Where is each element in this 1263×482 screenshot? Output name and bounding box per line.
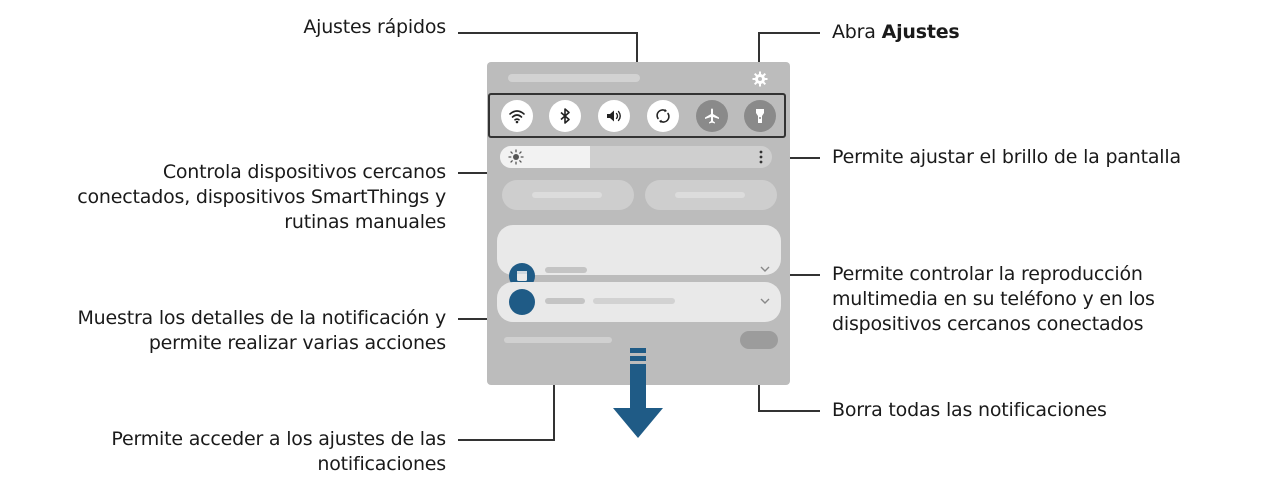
brightness-slider-fill [500,146,590,168]
notification-card-meeting[interactable] [497,225,781,275]
brightness-sun-icon [508,149,524,165]
callout-media-line1: Permite controlar la reproducción [832,263,1143,285]
quick-settings-highlight [488,93,786,138]
quick-setting-bluetooth[interactable] [549,100,581,132]
wifi-icon [509,110,525,124]
charging-icon [509,289,535,315]
callout-devices-line1: Controla dispositivos cercanos [162,161,446,183]
auto-rotate-icon [656,109,670,123]
callout-media-line3: dispositivos cercanos conectados [832,313,1144,335]
clear-all-button[interactable] [740,331,778,349]
chevron-down-icon[interactable] [760,265,770,273]
callout-notif-settings-line1: Permite acceder a los ajustes de las [111,428,446,450]
sound-icon [607,110,621,122]
callout-clear-all: Borra todas las notificaciones [832,399,1107,421]
gear-icon[interactable] [752,71,768,87]
callout-quick-settings: Ajustes rápidos [303,16,446,38]
quick-setting-auto-rotate[interactable] [647,100,679,132]
callout-open-settings-text: Abra [832,21,882,43]
notification-charging-title-placeholder [545,298,585,304]
callout-details-line1: Muestra los detalles de la notificación … [77,307,446,329]
airplane-icon [705,108,719,124]
chevron-down-icon[interactable] [760,297,770,305]
notification-title-placeholder [545,267,587,273]
bluetooth-icon [560,108,570,124]
more-options-icon[interactable] [758,149,764,165]
notification-settings-link[interactable] [504,337,612,343]
callout-devices: Controla dispositivos cercanos conectado… [77,160,446,235]
notification-panel [487,62,790,385]
callout-media-line2: multimedia en su teléfono y en los [832,288,1155,310]
quick-setting-sound[interactable] [598,100,630,132]
callout-open-settings-bold: Ajustes [881,21,960,43]
callout-open-settings: Abra Ajustes [832,20,960,45]
quick-setting-airplane[interactable] [696,100,728,132]
status-bar [508,74,640,82]
callout-devices-line2: conectados, dispositivos SmartThings y [77,186,446,208]
callout-notification-details: Muestra los detalles de la notificación … [77,306,446,356]
media-output-button[interactable] [645,180,777,210]
callout-notif-settings-line2: notificaciones [317,453,446,475]
swipe-down-arrow-icon [613,348,663,438]
quick-setting-wifi[interactable] [501,100,533,132]
calendar-glyph-icon [517,271,527,281]
device-control-button[interactable] [502,180,634,210]
notification-charging-detail-placeholder [593,298,675,304]
callout-media: Permite controlar la reproducción multim… [832,262,1155,337]
quick-setting-flashlight[interactable] [744,100,776,132]
callout-notification-settings: Permite acceder a los ajustes de las not… [111,427,446,477]
callout-details-line2: permite realizar varias acciones [148,332,446,354]
callout-brightness: Permite ajustar el brillo de la pantalla [832,146,1181,168]
media-output-label-placeholder [675,192,745,198]
callout-devices-line3: rutinas manuales [284,211,446,233]
device-control-label-placeholder [532,192,602,198]
flashlight-icon [756,109,764,123]
